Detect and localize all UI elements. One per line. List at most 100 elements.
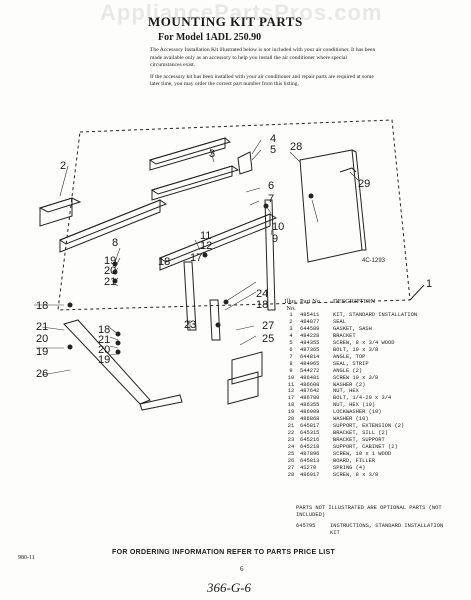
part-number: 485411 xyxy=(300,312,320,318)
part-illus-no: 19 xyxy=(287,409,295,416)
part-number: 645813 xyxy=(300,458,320,465)
part-number: 486780 xyxy=(300,395,320,402)
intro-text: The Accessory Installation Kit illustrat… xyxy=(150,47,380,93)
part-illus-no: 23 xyxy=(287,437,295,444)
angle-brackets xyxy=(183,199,276,341)
callout-28: 29 xyxy=(358,178,371,190)
handwritten-note: 366-G-6 xyxy=(207,580,252,595)
part-description: SCREW 10 x 3/8 xyxy=(333,374,379,381)
part-illus-no: 24 xyxy=(287,444,295,451)
part-number: 645315 xyxy=(300,430,320,437)
parts-row: 3 644589 GASKET, SASH xyxy=(282,326,462,333)
callout-20: 20 xyxy=(98,344,111,356)
part-illus-no: 6 xyxy=(289,346,293,353)
callout-12: 12 xyxy=(200,240,213,252)
part-description: SCREW, 8 x 3/4 WOOD xyxy=(333,339,395,346)
part-illus-no: 28 xyxy=(287,471,295,478)
part-description: KIT, STANDARD INSTALLATION xyxy=(333,312,418,318)
header-illus-no: Illus. No. xyxy=(284,298,298,312)
part-description: SCREW, 8 x 3/8 xyxy=(333,471,379,478)
part-illus-no: 10 xyxy=(287,374,295,381)
part-number: 486355 xyxy=(300,402,320,409)
part-number: 486868 xyxy=(300,416,320,423)
callout-7: 7 xyxy=(268,193,275,205)
part-description: BRACKET, SILL (2) xyxy=(333,430,388,437)
callout-1: 1 xyxy=(426,278,433,290)
part-illus-no: 7 xyxy=(289,353,293,360)
part-number: 644589 xyxy=(300,325,320,332)
part-illus-no: 4 xyxy=(289,332,293,339)
page-number: 6 xyxy=(240,565,244,573)
intro-paragraph: The Accessory Installation Kit illustrat… xyxy=(150,47,376,69)
optional-parts-note: PARTS NOT ILLUSTRATED ARE OPTIONAL PARTS… xyxy=(296,505,456,537)
ordering-footer: FOR ORDERING INFORMATION REFER TO PARTS … xyxy=(112,549,336,556)
callout-9: 9 xyxy=(272,233,279,245)
part-description: NUT, HEX (10) xyxy=(333,402,376,409)
parts-row: 11 486608 WASHER (2) xyxy=(282,382,462,389)
part-description: GASKET, SASH xyxy=(333,325,372,332)
figure-code: 4C-1293 xyxy=(362,258,386,264)
part-illus-no: 11 xyxy=(287,381,295,388)
callout-22: 23 xyxy=(184,319,197,331)
part-description: WASHER (10) xyxy=(333,416,369,423)
callout-26: 27 xyxy=(262,320,275,332)
parts-list: Illus. No. Part No. DESCRIPTION 1 485411 K… xyxy=(282,298,462,479)
intro-paragraph: If the accessory kit has been installed … xyxy=(150,73,374,88)
part-number: 486608 xyxy=(300,381,320,388)
parts-header: Illus. No. Part No. DESCRIPTION xyxy=(282,298,462,312)
filler-board xyxy=(299,149,367,263)
callout-20: 20 xyxy=(36,333,49,345)
part-number: 486481 xyxy=(300,374,320,381)
part-description: BOARD, FILLER xyxy=(333,458,376,465)
part-number: 486017 xyxy=(300,471,320,478)
part-description: NUT, HEX xyxy=(333,388,359,395)
callout-2: 2 xyxy=(60,160,67,172)
watermark: AppliancePartsPros.com xyxy=(100,0,383,25)
part-description: BOLT, 1/4-20 x 3/4 xyxy=(333,395,392,402)
part-number: 645817 xyxy=(300,423,320,430)
notes-heading: PARTS NOT ILLUSTRATED ARE OPTIONAL PARTS… xyxy=(296,505,442,518)
part-description: BRACKET, SUPPORT xyxy=(333,437,385,444)
part-number: 487642 xyxy=(300,388,320,395)
part-number: 644814 xyxy=(300,353,320,360)
sill-support xyxy=(63,319,183,411)
part-number: 484965 xyxy=(300,360,320,367)
header-part-no: Part No. xyxy=(300,298,322,305)
part-number: 484355 xyxy=(300,339,320,346)
part-illus-no: 20 xyxy=(287,416,295,423)
part-description: WASHER (2) xyxy=(333,381,366,388)
part-description: ANGLE, TOP xyxy=(333,353,366,360)
callout-10: 10 xyxy=(272,221,285,233)
part-illus-no: 1 xyxy=(289,312,293,318)
part-illus-no: 8 xyxy=(289,360,293,367)
parts-row: 23 645216 BRACKET, SUPPORT xyxy=(282,437,462,444)
part-description: BOLT, 10 x 3/8 xyxy=(333,346,379,353)
part-number: 645216 xyxy=(300,437,320,444)
leader-line xyxy=(409,284,425,301)
cabinet-support xyxy=(227,351,263,405)
callout-19: 19 xyxy=(104,255,117,267)
callout-11: 11 xyxy=(200,230,212,242)
part-description: BRACKET xyxy=(333,332,356,339)
notes-row: 645795 INSTRUCTIONS, STANDARD INSTALLATI… xyxy=(296,523,456,537)
part-description: SEAL xyxy=(333,318,346,325)
callout-18: 18 xyxy=(158,256,171,268)
part-description: SPRING (4) xyxy=(333,464,366,471)
part-illus-no: 3 xyxy=(289,325,293,332)
part-illus-no: 25 xyxy=(287,451,295,458)
spring xyxy=(339,167,357,173)
part-illus-no: 27 xyxy=(287,464,295,471)
part-illus-no: 26 xyxy=(287,458,295,465)
callout-17: 17 xyxy=(190,252,203,264)
